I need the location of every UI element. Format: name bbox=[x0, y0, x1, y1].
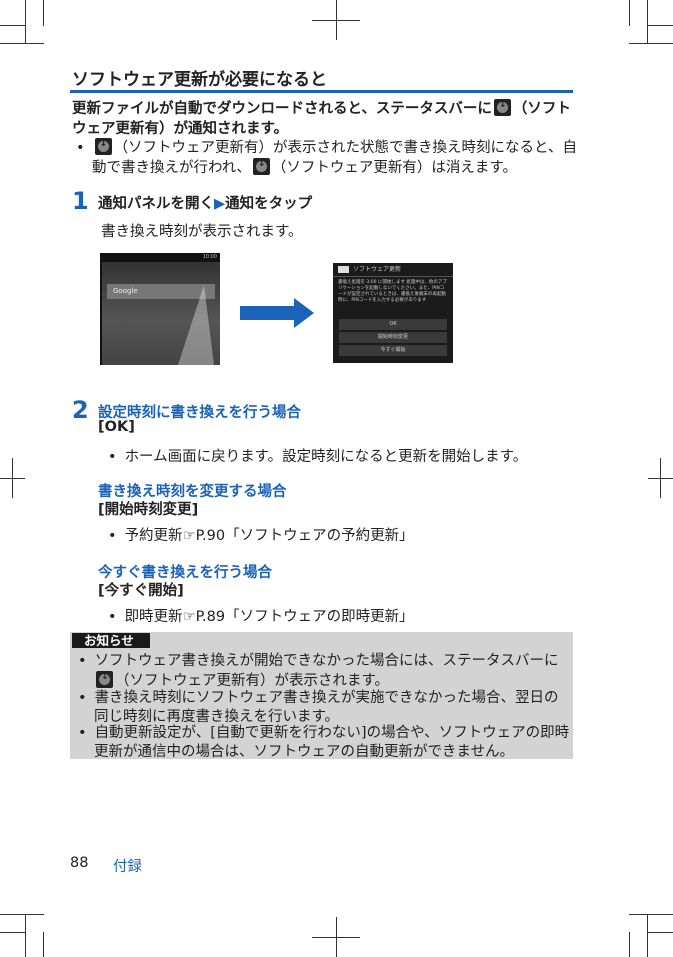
step1-result: 書き換え時刻が表示されます。 bbox=[101, 224, 303, 240]
wallpaper-rays bbox=[178, 285, 214, 365]
dialog-title: ソフトウェア更新 bbox=[333, 263, 453, 277]
dialog-ok-button: OK bbox=[339, 319, 447, 330]
software-update-icon bbox=[94, 138, 112, 155]
page-number: 88 bbox=[70, 855, 89, 871]
reference-link[interactable]: P.89「ソフトウェアの即時更新」 bbox=[195, 609, 414, 625]
arrow-right-icon bbox=[240, 306, 294, 320]
change-key: [開始時刻変更] bbox=[98, 502, 199, 518]
next-arrow-icon: ▶ bbox=[214, 196, 226, 212]
reference-hand-icon: ☞ bbox=[182, 528, 196, 544]
step-number-2: 2 bbox=[72, 396, 89, 424]
notice-item-2: 書き換え時刻にソフトウェア書き換えが実施できなかった場合、翌日の bbox=[78, 686, 559, 707]
dialog-change-time-button: 開始時刻変更 bbox=[339, 332, 447, 343]
notice-label: お知らせ bbox=[72, 633, 150, 648]
now-key: [今すぐ開始] bbox=[98, 583, 184, 599]
notice-item-1: ソフトウェア書き換えが開始できなかった場合には、ステータスバーに bbox=[78, 649, 559, 670]
google-search-bar: Google bbox=[107, 284, 215, 299]
intro-line2: ウェア更新有）が通知されます。 bbox=[72, 121, 289, 137]
software-update-icon bbox=[252, 158, 270, 175]
now-bullet: 即時更新☞P.89「ソフトウェアの即時更新」 bbox=[108, 605, 414, 626]
dialog-message: 書換え処理を 3:00 に開始します 処理中は、他のアプリケーションを起動しない… bbox=[338, 280, 447, 303]
update-dialog-screenshot: ソフトウェア更新 書換え処理を 3:00 に開始します 処理中は、他のアプリケー… bbox=[333, 263, 453, 363]
change-heading: 書き換え時刻を変更する場合 bbox=[98, 484, 287, 500]
arrow-right-icon-head bbox=[294, 298, 314, 328]
notice-item-3: 自動更新設定が、[自動で更新を行わない]の場合や、ソフトウェアの即時 bbox=[78, 721, 570, 742]
bullet-line2: 動で書き換えが行われ、（ソフトウェア更新有）は消えます。 bbox=[92, 156, 517, 177]
step1-instruction: 通知パネルを開く▶通知をタップ bbox=[98, 196, 313, 212]
software-update-icon bbox=[96, 671, 113, 688]
step2-heading: 設定時刻に書き換えを行う場合 bbox=[98, 405, 301, 421]
reference-hand-icon: ☞ bbox=[182, 609, 196, 625]
notice-item-3-cont: 更新が通信中の場合は、ソフトウェアの自動更新ができません。 bbox=[94, 744, 515, 760]
step-number-1: 1 bbox=[72, 187, 89, 215]
software-update-icon bbox=[493, 99, 511, 116]
intro-line1: 更新ファイルが自動でダウンロードされると、ステータスバーに（ソフト bbox=[72, 97, 571, 118]
section-label: 付録 bbox=[113, 859, 142, 875]
step2-key: [OK] bbox=[98, 419, 135, 435]
step2-bullet: ホーム画面に戻ります。設定時刻になると更新を開始します。 bbox=[108, 445, 528, 466]
notice-item-1-cont: （ソフトウェア更新有）が表示されます。 bbox=[94, 669, 389, 690]
page-title: ソフトウェア更新が必要になると bbox=[72, 70, 327, 90]
bullet-line1: （ソフトウェア更新有）が表示された状態で書き換え時刻になると、自 bbox=[76, 136, 577, 157]
home-screen-screenshot: 10:00 Google bbox=[100, 253, 220, 365]
now-heading: 今すぐ書き換えを行う場合 bbox=[98, 565, 272, 581]
change-bullet: 予約更新☞P.90「ソフトウェアの予約更新」 bbox=[108, 524, 414, 545]
dialog-start-now-button: 今すぐ開始 bbox=[339, 345, 447, 356]
title-rule bbox=[70, 90, 573, 93]
reference-link[interactable]: P.90「ソフトウェアの予約更新」 bbox=[195, 528, 414, 544]
status-bar-clock: 10:00 bbox=[102, 253, 220, 262]
